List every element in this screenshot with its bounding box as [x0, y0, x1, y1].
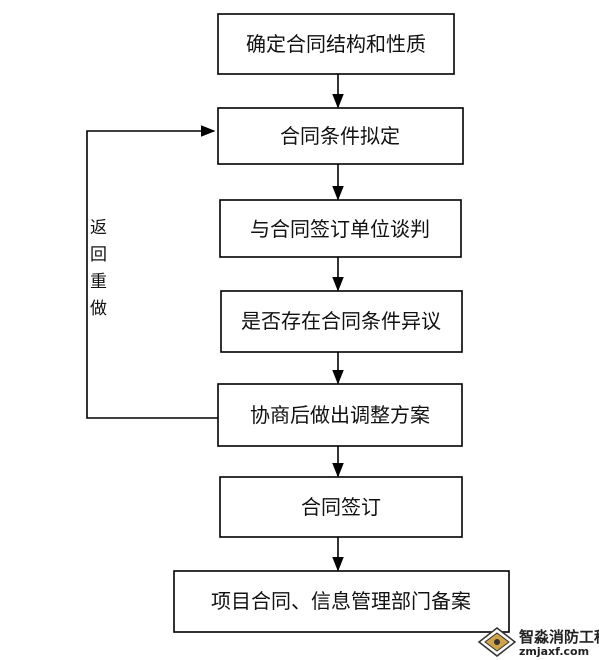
- loop-label-char-4: 做: [90, 299, 107, 319]
- watermark-url: zmjaxf.com: [519, 645, 589, 658]
- node-n3-label: 与合同签订单位谈判: [250, 217, 430, 241]
- watermark-text: 智淼消防工程: [519, 628, 599, 646]
- node-n3: 与合同签订单位谈判: [219, 199, 462, 258]
- loop-label-char-2: 回: [90, 245, 107, 265]
- node-n7-label: 项目合同、信息管理部门备案: [211, 589, 471, 613]
- watermark-logo-icon: [477, 627, 517, 657]
- node-n1-label: 确定合同结构和性质: [246, 32, 426, 56]
- edge-n5-n2-loop: [86, 125, 218, 419]
- loop-label-char-1: 返: [90, 218, 107, 238]
- node-n4-box: [220, 290, 463, 353]
- node-n6: 合同签订: [219, 476, 463, 538]
- node-n1: 确定合同结构和性质: [217, 13, 455, 75]
- node-n5-box: [217, 383, 463, 447]
- loop-label-char-3: 重: [90, 272, 107, 292]
- node-n1-box: [217, 13, 455, 75]
- watermark: 智淼消防工程 zmjaxf.com: [477, 627, 599, 658]
- node-n6-box: [219, 476, 463, 538]
- node-n5: 协商后做出调整方案: [217, 383, 463, 447]
- node-n2-box: [217, 107, 464, 165]
- node-n4: 是否存在合同条件异议: [220, 290, 463, 353]
- loop-label: 返 回 重 做: [90, 218, 107, 319]
- node-n4-label: 是否存在合同条件异议: [241, 309, 441, 333]
- node-n2: 合同条件拟定: [217, 107, 464, 165]
- node-n7-box: [173, 570, 510, 633]
- node-n6-label: 合同签订: [301, 495, 381, 519]
- node-n5-label: 协商后做出调整方案: [250, 403, 430, 427]
- node-n3-box: [219, 199, 462, 258]
- node-n7: 项目合同、信息管理部门备案: [173, 570, 510, 633]
- node-n2-label: 合同条件拟定: [280, 124, 400, 148]
